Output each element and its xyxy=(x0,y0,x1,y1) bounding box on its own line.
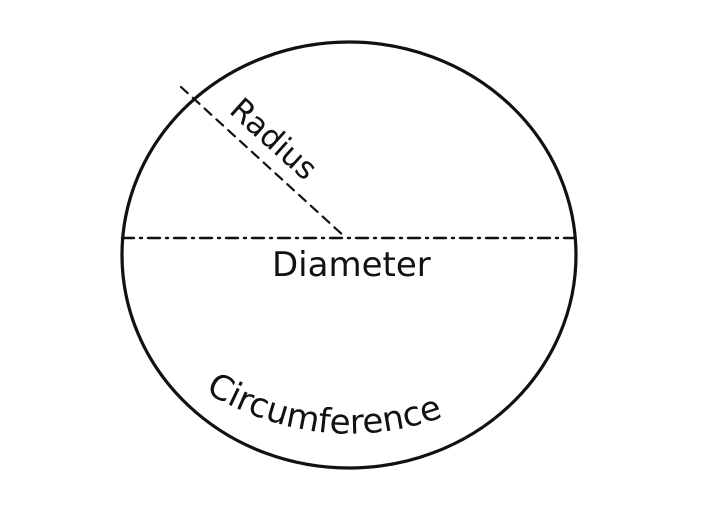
circumference-label-path: Circumference xyxy=(201,365,447,443)
circumference-label: Circumference xyxy=(201,365,447,443)
radius-line xyxy=(179,85,347,239)
diameter-label: Diameter xyxy=(272,245,431,285)
circle-outline xyxy=(120,40,578,470)
radius-label: Radius xyxy=(223,91,324,187)
